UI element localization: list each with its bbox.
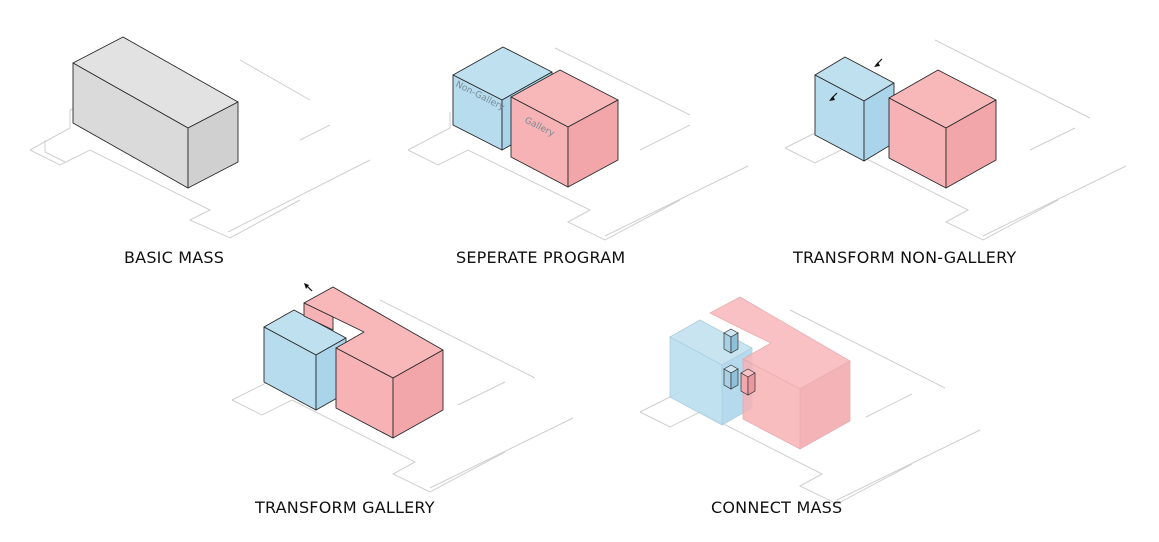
non-gallery-transformed-block bbox=[814, 56, 895, 162]
step-transform-gallery bbox=[231, 283, 574, 493]
arrow-icon bbox=[304, 283, 313, 292]
step-transform-non-gallery bbox=[784, 39, 1127, 241]
connector-core bbox=[723, 364, 739, 390]
connector-core bbox=[723, 328, 739, 354]
gallery-block bbox=[709, 296, 851, 450]
step-basic-mass bbox=[29, 36, 371, 239]
non-gallery-block bbox=[263, 309, 347, 411]
basic-mass-block bbox=[72, 36, 239, 189]
gallery-transformed-block bbox=[303, 286, 444, 439]
caption-connect-mass: CONNECT MASS bbox=[711, 498, 843, 517]
site-outline bbox=[784, 39, 1127, 241]
step-connect-mass bbox=[639, 296, 981, 505]
connector-core bbox=[740, 368, 756, 396]
caption-separate-program: SEPERATE PROGRAM bbox=[456, 248, 626, 267]
arrow-icon bbox=[874, 58, 883, 67]
site-outline bbox=[231, 299, 574, 493]
gallery-block bbox=[888, 69, 997, 189]
site-outline bbox=[639, 309, 981, 505]
non-gallery-block bbox=[669, 319, 753, 426]
step-separate-program: Non-Gallery Gallery bbox=[407, 46, 749, 241]
site-outline bbox=[407, 47, 749, 241]
arrow-icon bbox=[829, 92, 838, 101]
caption-transform-non-gallery: TRANSFORM NON-GALLERY bbox=[793, 248, 1017, 267]
caption-transform-gallery: TRANSFORM GALLERY bbox=[255, 498, 435, 517]
gallery-block bbox=[510, 69, 619, 188]
caption-basic-mass: BASIC MASS bbox=[124, 248, 225, 267]
